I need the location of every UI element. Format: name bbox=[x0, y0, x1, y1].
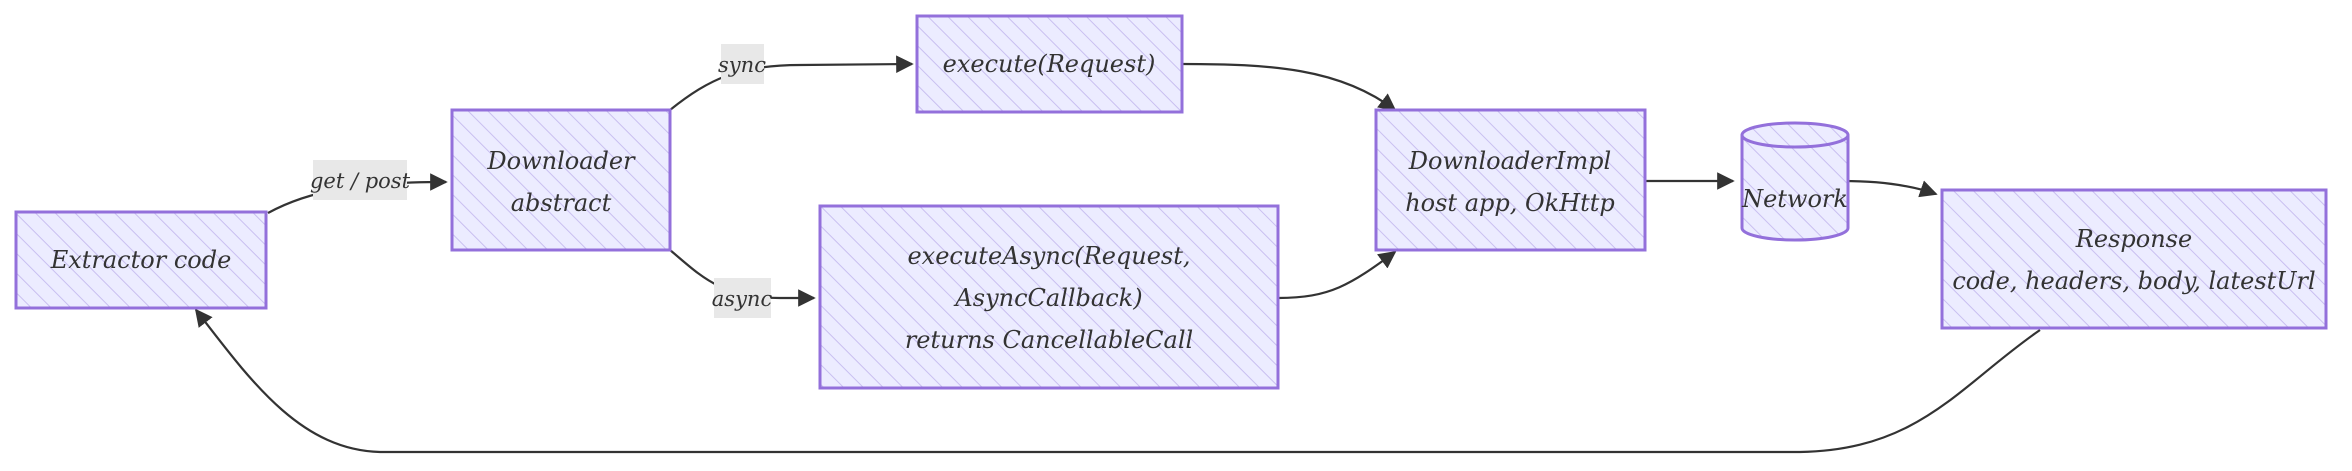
node-execute[interactable]: execute(Request) bbox=[915, 14, 1184, 114]
edge-label-async: async bbox=[712, 278, 773, 318]
node-network-label: Network bbox=[1741, 185, 1848, 213]
node-extractor-code-label: Extractor code bbox=[50, 246, 232, 274]
node-execute-async[interactable]: executeAsync(Request, AsyncCallback) ret… bbox=[818, 204, 1280, 390]
node-network[interactable]: Network bbox=[1740, 121, 1850, 242]
edge-label-async-text: async bbox=[712, 287, 773, 311]
edge-downloader-execute bbox=[669, 55, 914, 111]
node-downloader-label: Downloader bbox=[486, 147, 636, 175]
edge-execute-impl bbox=[1181, 62, 1397, 112]
node-execute-async-label-1: executeAsync(Request, bbox=[907, 242, 1190, 270]
edge-execute-async-impl bbox=[1277, 250, 1397, 300]
node-downloader-impl[interactable]: DownloaderImpl host app, OkHttp bbox=[1374, 108, 1647, 252]
edge-label-sync-text: sync bbox=[718, 53, 766, 77]
edge-response-extractor bbox=[194, 308, 2041, 454]
node-execute-async-label-2: AsyncCallback) bbox=[953, 284, 1142, 312]
edge-network-response bbox=[1842, 179, 1938, 198]
node-downloader-impl-sublabel: host app, OkHttp bbox=[1405, 189, 1615, 217]
node-downloader[interactable]: Downloader abstract bbox=[450, 108, 672, 252]
node-response-sublabel: code, headers, body, latestUrl bbox=[1952, 267, 2315, 295]
edge-label-get-post-text: get / post bbox=[310, 169, 411, 193]
node-downloader-sublabel: abstract bbox=[511, 189, 612, 217]
node-execute-async-label-3: returns CancellableCall bbox=[905, 326, 1193, 354]
edge-label-sync: sync bbox=[718, 44, 766, 84]
node-response[interactable]: Response code, headers, body, latestUrl bbox=[1940, 188, 2328, 330]
edge-label-get-post: get / post bbox=[310, 160, 411, 200]
node-execute-label: execute(Request) bbox=[943, 50, 1156, 78]
node-response-label: Response bbox=[2075, 225, 2192, 253]
node-extractor-code[interactable]: Extractor code bbox=[14, 210, 268, 310]
node-downloader-impl-label: DownloaderImpl bbox=[1408, 147, 1611, 175]
